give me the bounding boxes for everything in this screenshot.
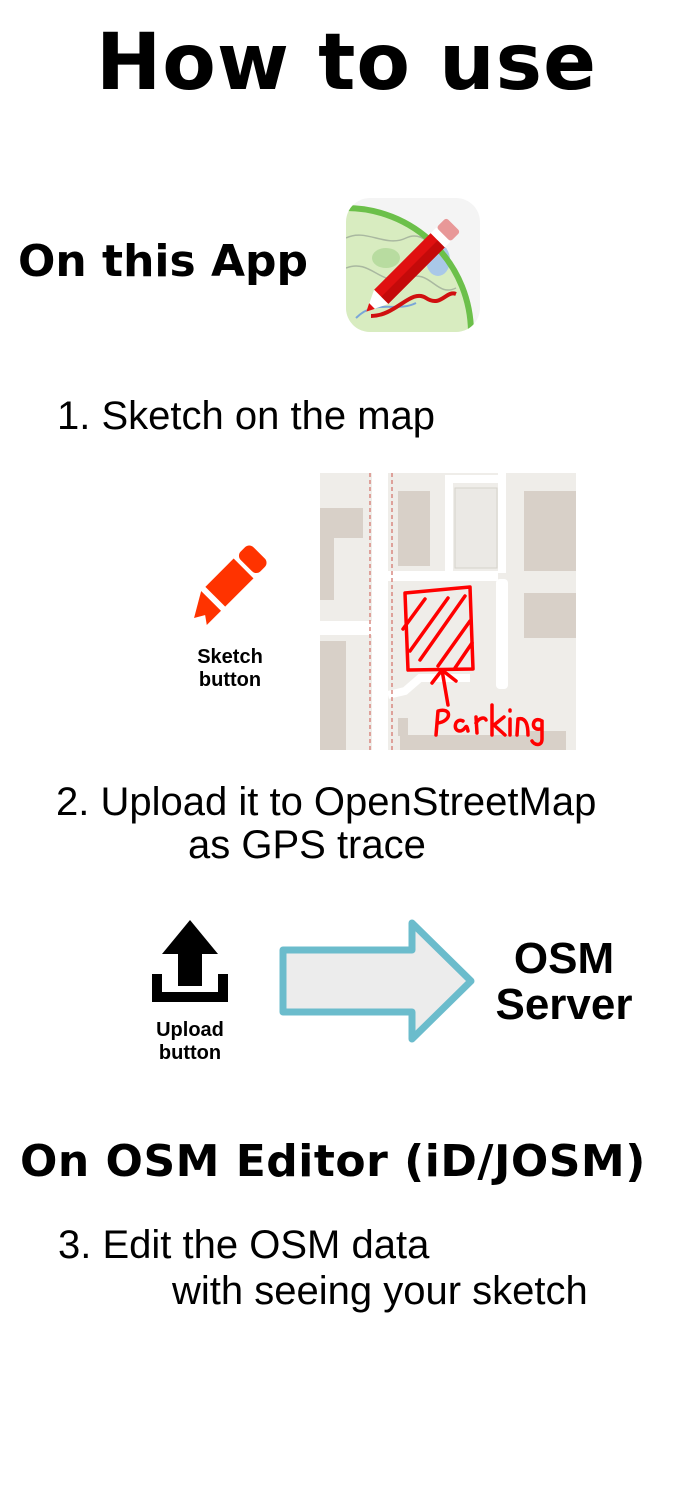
step2-label-line1: 2. Upload it to OpenStreetMap [56, 780, 597, 824]
section-heading-app: On this App [18, 236, 309, 287]
map-sketch-example [320, 473, 576, 750]
osm-label-line2: Server [495, 980, 633, 1029]
upload-caption-line2: button [158, 1042, 222, 1064]
sketch-button-caption: Sketch button [180, 646, 280, 692]
osm-label-line1: OSM [513, 934, 615, 983]
upload-caption-line1: Upload [156, 1019, 224, 1041]
sketch-caption-line1: Sketch [197, 646, 263, 668]
upload-icon [150, 918, 230, 1004]
app-icon [346, 198, 480, 332]
upload-button-caption: Upload button [140, 1019, 240, 1065]
step1-label: 1. Sketch on the map [57, 394, 436, 438]
page-title: How to use [96, 18, 597, 108]
pencil-icon [194, 545, 267, 626]
sketch-button [188, 542, 268, 627]
step3-label-line2: with seeing your sketch [172, 1269, 588, 1313]
step3-label-line1: 3. Edit the OSM data [58, 1223, 430, 1267]
sketch-caption-line2: button [198, 669, 262, 691]
section-heading-editor: On OSM Editor (iD/JOSM) [20, 1136, 646, 1187]
osm-server-label: OSM Server [480, 936, 648, 1028]
arrow-right-icon [278, 918, 478, 1044]
step2-label-line2: as GPS trace [188, 823, 426, 867]
